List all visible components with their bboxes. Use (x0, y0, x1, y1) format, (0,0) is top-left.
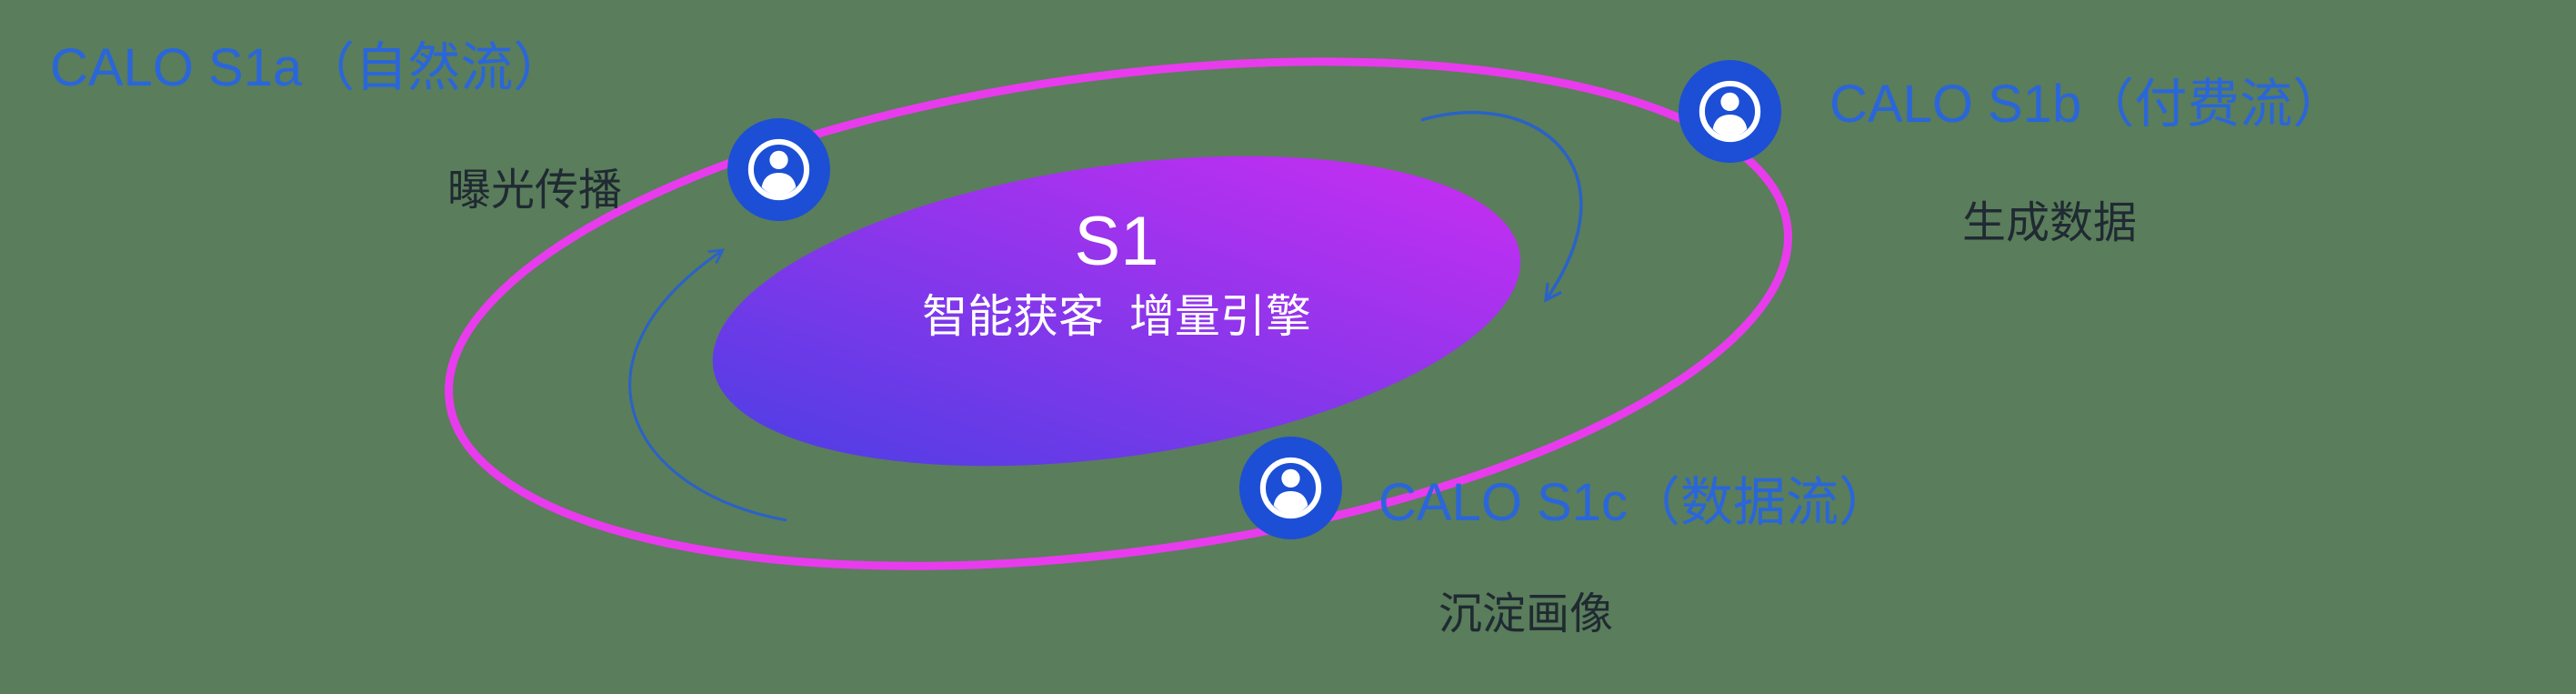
flow-arrow-left (628, 248, 787, 522)
person-icon-ring (747, 138, 810, 201)
core-title: S1 (1074, 203, 1159, 280)
person-icon-disc (1679, 60, 1781, 163)
node-label-s1a: CALO S1a（自然流） (50, 38, 566, 97)
node-icon-s1c (1239, 437, 1342, 539)
node-sublabel-s1b: 生成数据 (1962, 199, 2138, 247)
person-icon (727, 118, 830, 221)
person-icon-disc (727, 118, 830, 221)
person-icon-body (1273, 491, 1308, 514)
person-icon-head (769, 150, 788, 170)
person-icon-body (761, 173, 797, 196)
person-icon (1239, 437, 1342, 539)
node-icon-s1a (727, 118, 830, 221)
person-icon-head (1281, 468, 1300, 488)
person-icon-disc (1239, 437, 1342, 539)
flow-arrow-right (1420, 111, 1583, 303)
person-icon-body (1712, 115, 1748, 137)
person-icon (1679, 60, 1781, 163)
person-icon-ring (1259, 457, 1322, 519)
orbit-ring (445, 57, 1792, 570)
core-subtitle: 智能获客 增量引擎 (922, 291, 1311, 342)
core-ellipse (712, 156, 1521, 467)
node-label-s1b: CALO S1b（付费流） (1829, 75, 2346, 134)
node-sublabel-s1a: 曝光传播 (447, 166, 623, 215)
node-label-s1c: CALO S1c（数据流） (1378, 473, 1891, 532)
person-icon-ring (1699, 80, 1761, 143)
node-icon-s1b (1679, 60, 1781, 163)
node-sublabel-s1c: 沉淀画像 (1438, 590, 1614, 639)
person-icon-head (1720, 92, 1739, 112)
